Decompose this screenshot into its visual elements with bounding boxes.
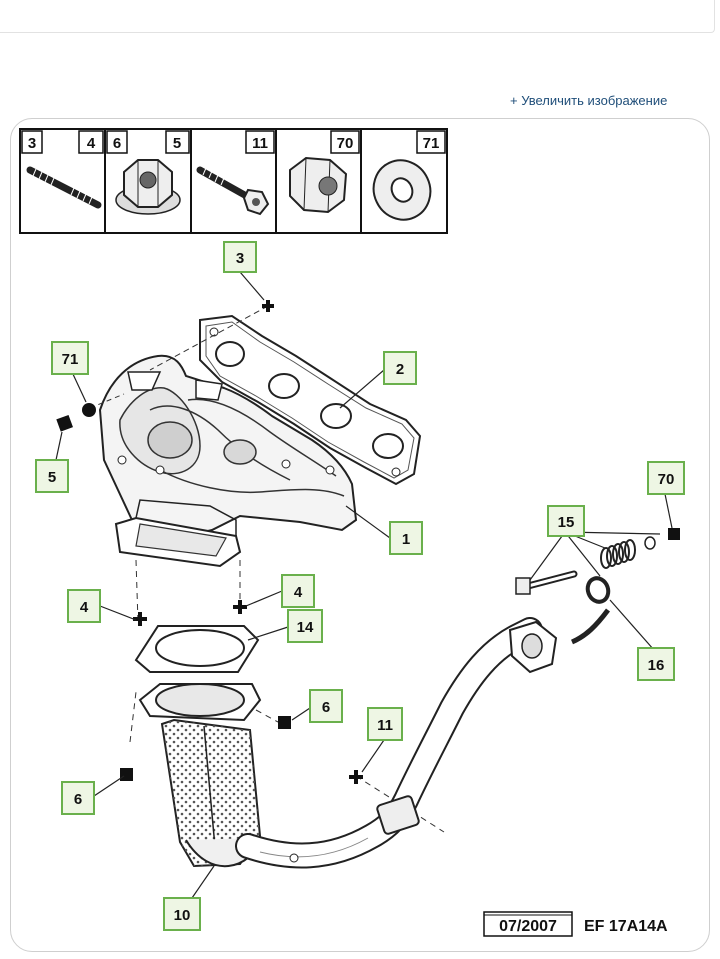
key-cell-bolt: 11 bbox=[196, 130, 275, 216]
svg-text:1: 1 bbox=[402, 531, 410, 548]
catalyst-gasket bbox=[134, 625, 260, 673]
key-cell-washer: 71 bbox=[372, 130, 446, 221]
key-cell-nut: 70 bbox=[289, 130, 360, 214]
svg-text:10: 10 bbox=[174, 907, 191, 924]
manifold-gasket bbox=[199, 314, 422, 486]
front-exhaust-pipe bbox=[235, 617, 558, 869]
callout-boxes: 3 71 5 2 1 4 4 14 6 6 10 11 15 70 16 bbox=[35, 241, 685, 931]
callout-2: 2 bbox=[383, 351, 417, 385]
callout-4-right: 4 bbox=[281, 574, 315, 608]
zoom-image-link[interactable]: + Увеличить изображение bbox=[510, 93, 668, 108]
flange-nut-icon bbox=[115, 159, 181, 215]
spring-bolt-assembly bbox=[515, 536, 656, 645]
callout-4-left: 4 bbox=[67, 589, 101, 623]
callout-11: 11 bbox=[367, 707, 403, 741]
svg-text:2: 2 bbox=[396, 361, 404, 378]
callout-3: 3 bbox=[223, 241, 257, 273]
bolt-icon bbox=[196, 166, 270, 216]
svg-text:71: 71 bbox=[62, 351, 79, 368]
top-bar-edge bbox=[0, 0, 715, 33]
key-label-6: 6 bbox=[113, 135, 121, 152]
upper-assembly-leaders bbox=[89, 305, 445, 833]
key-label-11: 11 bbox=[252, 135, 268, 152]
reference-stamp: 07/2007 EF 17A14A bbox=[483, 911, 668, 937]
key-label-3: 3 bbox=[28, 135, 36, 152]
callout-10: 10 bbox=[163, 897, 201, 931]
callout-5: 5 bbox=[35, 459, 69, 493]
svg-text:16: 16 bbox=[648, 657, 665, 674]
callout-15: 15 bbox=[547, 505, 585, 537]
stamp-date: 07/2007 bbox=[499, 918, 557, 935]
svg-text:5: 5 bbox=[48, 469, 56, 486]
svg-text:11: 11 bbox=[377, 717, 393, 734]
nut-icon bbox=[289, 156, 348, 214]
svg-text:6: 6 bbox=[322, 699, 330, 716]
callout-6-right: 6 bbox=[309, 689, 343, 723]
exhaust-manifold bbox=[98, 354, 358, 568]
svg-text:6: 6 bbox=[74, 791, 82, 808]
key-label-4: 4 bbox=[87, 135, 96, 152]
callout-14: 14 bbox=[287, 609, 323, 643]
svg-text:14: 14 bbox=[297, 619, 314, 636]
washer-icon bbox=[372, 159, 432, 221]
stud-icon bbox=[26, 166, 102, 209]
key-label-71: 71 bbox=[423, 135, 440, 152]
fastener-markers bbox=[56, 300, 680, 784]
callout-1: 1 bbox=[389, 521, 423, 555]
fastener-key-table: 3 4 6 5 bbox=[19, 128, 448, 234]
key-cell-stud: 3 4 bbox=[21, 130, 104, 209]
key-label-70: 70 bbox=[337, 135, 354, 152]
callout-71: 71 bbox=[51, 341, 89, 375]
diagram-frame bbox=[10, 118, 710, 952]
svg-text:4: 4 bbox=[294, 584, 303, 601]
svg-text:3: 3 bbox=[236, 250, 244, 267]
callout-leaders bbox=[55, 271, 673, 899]
svg-text:70: 70 bbox=[658, 471, 675, 488]
stamp-code: EF 17A14A bbox=[584, 918, 668, 935]
key-label-5: 5 bbox=[173, 135, 181, 152]
callout-6-left: 6 bbox=[61, 781, 95, 815]
callout-16: 16 bbox=[637, 647, 675, 681]
svg-text:15: 15 bbox=[558, 514, 575, 531]
svg-text:4: 4 bbox=[80, 599, 89, 616]
callout-70: 70 bbox=[647, 461, 685, 495]
key-cell-flange-nut: 6 5 bbox=[106, 130, 190, 215]
